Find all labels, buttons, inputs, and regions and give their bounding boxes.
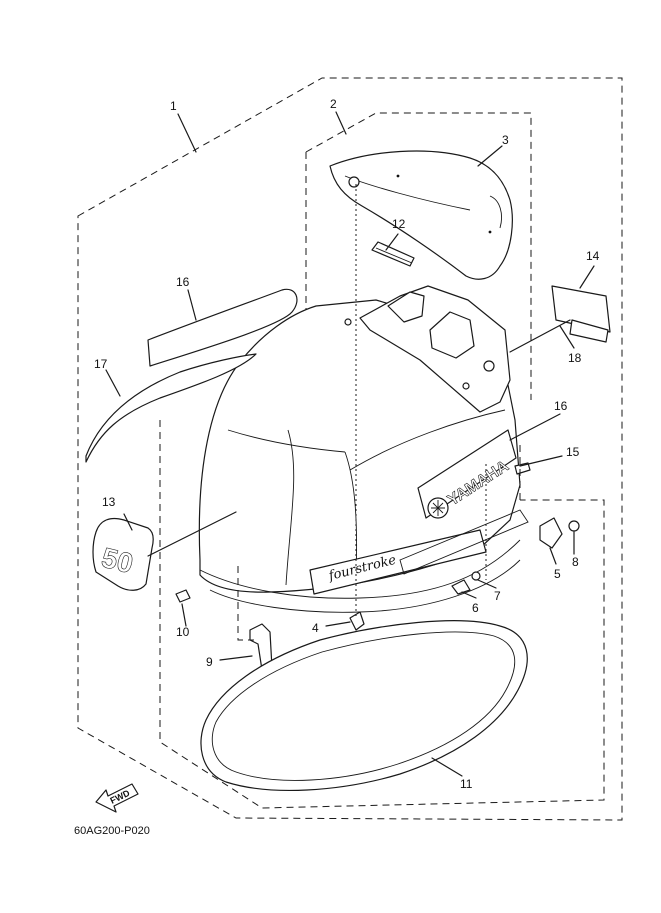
callout-4: 4 [312, 621, 319, 635]
washer-7 [471, 571, 481, 581]
fwd-arrow-icon: FWD [95, 783, 139, 813]
side-decal-16 [147, 288, 298, 367]
callout-6: 6 [472, 601, 479, 615]
assembly-boundary-1 [77, 77, 623, 821]
callout-10: 10 [176, 625, 190, 639]
callout-labels: 1 2 3 4 5 6 7 8 9 10 11 12 14 15 16 16 1… [94, 97, 600, 791]
lower-boundary [159, 420, 605, 809]
callout-12: 12 [392, 217, 406, 231]
callout-1: 1 [170, 99, 177, 113]
model-badge-13: 50 [92, 517, 154, 591]
decal-18 [569, 319, 609, 343]
assembly-boundary-2 [305, 112, 532, 400]
leader-lines [105, 111, 595, 777]
callout-18: 18 [568, 351, 582, 365]
callout-17: 17 [94, 357, 108, 371]
callout-14: 14 [586, 249, 600, 263]
svg-text:50: 50 [99, 542, 137, 580]
alignment-line-c [237, 566, 254, 641]
top-cover-3 [329, 150, 513, 280]
callout-15: 15 [566, 445, 580, 459]
bolt-6 [451, 579, 471, 595]
callout-7: 7 [494, 589, 501, 603]
callout-13: 13 [102, 495, 116, 509]
callout-3: 3 [502, 133, 509, 147]
callout-16-left: 16 [176, 275, 190, 289]
screw-10 [175, 589, 191, 603]
seal-gasket-11 [200, 620, 528, 791]
callout-8: 8 [572, 555, 579, 569]
side-decal-17 [85, 353, 257, 463]
drawing-code: 60AG200-P020 [74, 825, 150, 837]
callout-11: 11 [460, 777, 473, 791]
inner-frame [344, 285, 511, 413]
cowling-trim-line [399, 509, 529, 575]
bolt-4 [349, 611, 365, 631]
stripe-decal-15 [514, 462, 531, 475]
bolt-8 [568, 520, 580, 532]
bracket-5 [539, 517, 563, 549]
callout-5: 5 [554, 567, 561, 581]
rubber-seal-12 [371, 241, 415, 267]
callout-16-right: 16 [554, 399, 568, 413]
decal-14 [551, 285, 611, 333]
callout-9: 9 [206, 655, 213, 669]
rubber-seal-12-edge [375, 247, 413, 264]
callout-2: 2 [330, 97, 337, 111]
